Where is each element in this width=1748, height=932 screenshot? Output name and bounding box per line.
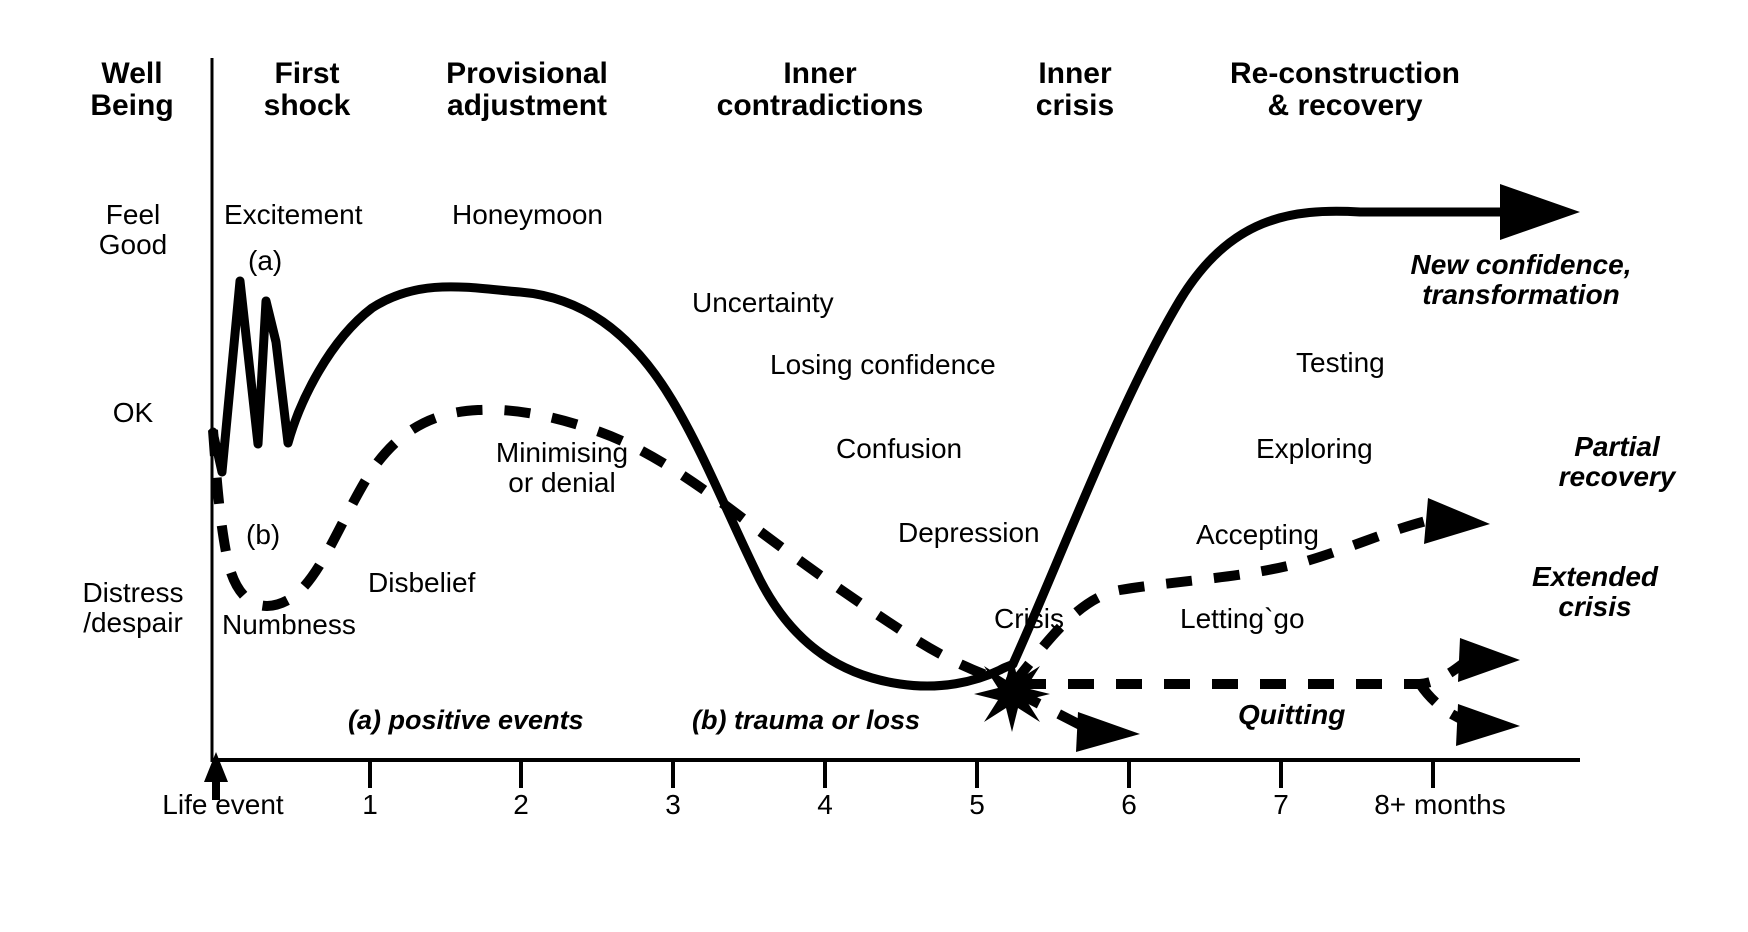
stage-label-b-marker: (b) bbox=[246, 519, 281, 550]
curve-b-extended-crisis-arrowhead bbox=[1458, 638, 1520, 682]
outcome-label-quitting: Quitting bbox=[1238, 699, 1346, 730]
stage-label-exploring: Exploring bbox=[1256, 433, 1373, 464]
y-label-distress-despair: Distress /despair bbox=[82, 577, 184, 638]
x-tick-label-8plus-months: 8+ months bbox=[1374, 789, 1506, 820]
axis-title-wellbeing: Well Being bbox=[90, 57, 174, 122]
curve-a-solid bbox=[208, 276, 1018, 691]
x-tick-label-3: 3 bbox=[665, 789, 681, 820]
stage-label-honeymoon: Honeymoon bbox=[452, 199, 603, 230]
curve-a-recovery bbox=[1008, 206, 1521, 669]
stage-label-crisis: Crisis bbox=[994, 603, 1064, 634]
stage-label-confusion: Confusion bbox=[836, 433, 963, 464]
x-tick-label-1: 1 bbox=[362, 789, 378, 820]
curve-b-quitting-arrowhead bbox=[1076, 712, 1140, 752]
stage-label-testing: Testing bbox=[1296, 347, 1385, 378]
curve-b-partial-recovery bbox=[1009, 515, 1432, 688]
stage-label-disbelief: Disbelief bbox=[368, 567, 476, 598]
life-event-arrow-icon bbox=[204, 752, 228, 800]
stage-label-excitement: Excitement bbox=[224, 199, 363, 230]
x-tick-label-4: 4 bbox=[817, 789, 833, 820]
x-tick-label-7: 7 bbox=[1273, 789, 1289, 820]
stage-label-depression: Depression bbox=[898, 517, 1040, 548]
footnote-b-trauma-or-loss: (b) trauma or loss bbox=[692, 705, 921, 735]
stage-label-uncertainty: Uncertainty bbox=[692, 287, 834, 318]
y-label-ok: OK bbox=[112, 397, 154, 428]
footnote-a-positive-events: (a) positive events bbox=[348, 705, 584, 735]
curve-b-partial-recovery-arrowhead bbox=[1424, 498, 1490, 544]
y-label-feel-good: Feel Good bbox=[98, 199, 168, 260]
phase-header-inner-contradictions: Inner contradictions bbox=[716, 57, 924, 122]
stage-label-letting-go: Letting`go bbox=[1180, 603, 1305, 634]
stage-label-numbness: Numbness bbox=[222, 609, 356, 640]
curve-b-dashed bbox=[208, 404, 1015, 689]
stage-label-a-marker: (a) bbox=[248, 245, 283, 276]
phase-header-inner-crisis: Inner crisis bbox=[1035, 57, 1115, 122]
stage-label-losing-confidence: Losing confidence bbox=[770, 349, 996, 380]
outcome-label-partial-recovery: Partial recovery bbox=[1558, 431, 1676, 492]
x-axis-ticks bbox=[368, 760, 1435, 788]
x-tick-label-5: 5 bbox=[969, 789, 985, 820]
phase-header-provisional-adjustment: Provisional adjustment bbox=[446, 57, 608, 122]
phase-header-reconstruction-recovery: Re-construction & recovery bbox=[1229, 57, 1460, 122]
x-tick-label-6: 6 bbox=[1121, 789, 1137, 820]
stage-label-minimising-or-denial: Minimising or denial bbox=[495, 437, 629, 498]
phase-header-first-shock: First shock bbox=[263, 57, 351, 122]
curve-b-extended-crisis bbox=[1020, 654, 1474, 689]
curve-b-lower-fork-arrowhead bbox=[1456, 704, 1520, 746]
outcome-label-new-confidence-transformation: New confidence, transformation bbox=[1410, 249, 1632, 310]
curve-a-arrowhead bbox=[1500, 184, 1580, 240]
stage-label-accepting: Accepting bbox=[1196, 519, 1319, 550]
outcome-label-extended-crisis: Extended crisis bbox=[1531, 561, 1659, 622]
x-axis-origin-label: Life event bbox=[162, 789, 284, 820]
x-tick-label-2: 2 bbox=[513, 789, 529, 820]
crisis-star-icon bbox=[974, 656, 1050, 732]
